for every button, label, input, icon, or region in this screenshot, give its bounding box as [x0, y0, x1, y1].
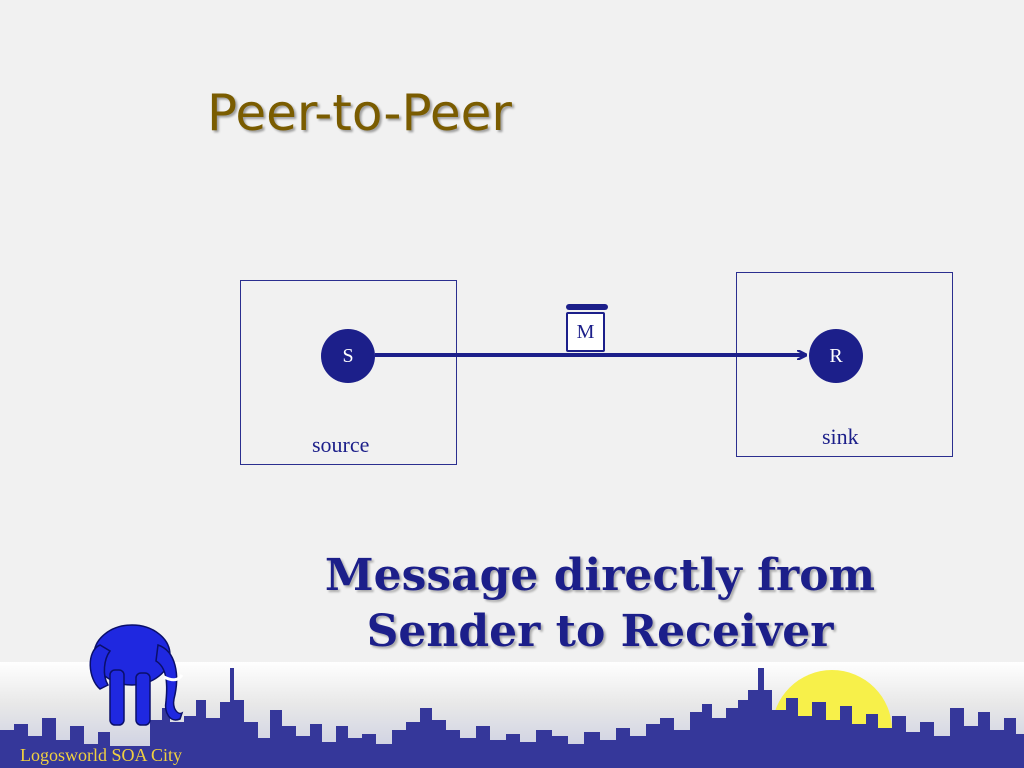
message-scroll: M	[566, 312, 605, 352]
sender-node-label: S	[342, 344, 354, 367]
sink-label: sink	[822, 424, 859, 449]
skyline-silhouette	[0, 668, 1024, 768]
source-label: source	[312, 432, 370, 457]
slide-title: Peer-to-Peer	[207, 84, 512, 142]
sink-box	[736, 272, 953, 457]
receiver-node: R	[809, 329, 863, 383]
receiver-node-label: R	[829, 344, 843, 367]
message-label: M	[576, 320, 595, 343]
slide-caption: Message directly from Sender to Receiver	[300, 548, 900, 660]
message-scroll-top	[566, 304, 608, 310]
caption-line-2: Sender to Receiver	[366, 606, 834, 657]
footer-brand: Logosworld SOA City	[20, 745, 183, 765]
city-skyline	[0, 668, 1024, 768]
sender-node: S	[321, 329, 375, 383]
source-box	[240, 280, 457, 465]
caption-line-1: Message directly from	[324, 550, 876, 601]
elephant-logo-icon	[89, 624, 184, 726]
